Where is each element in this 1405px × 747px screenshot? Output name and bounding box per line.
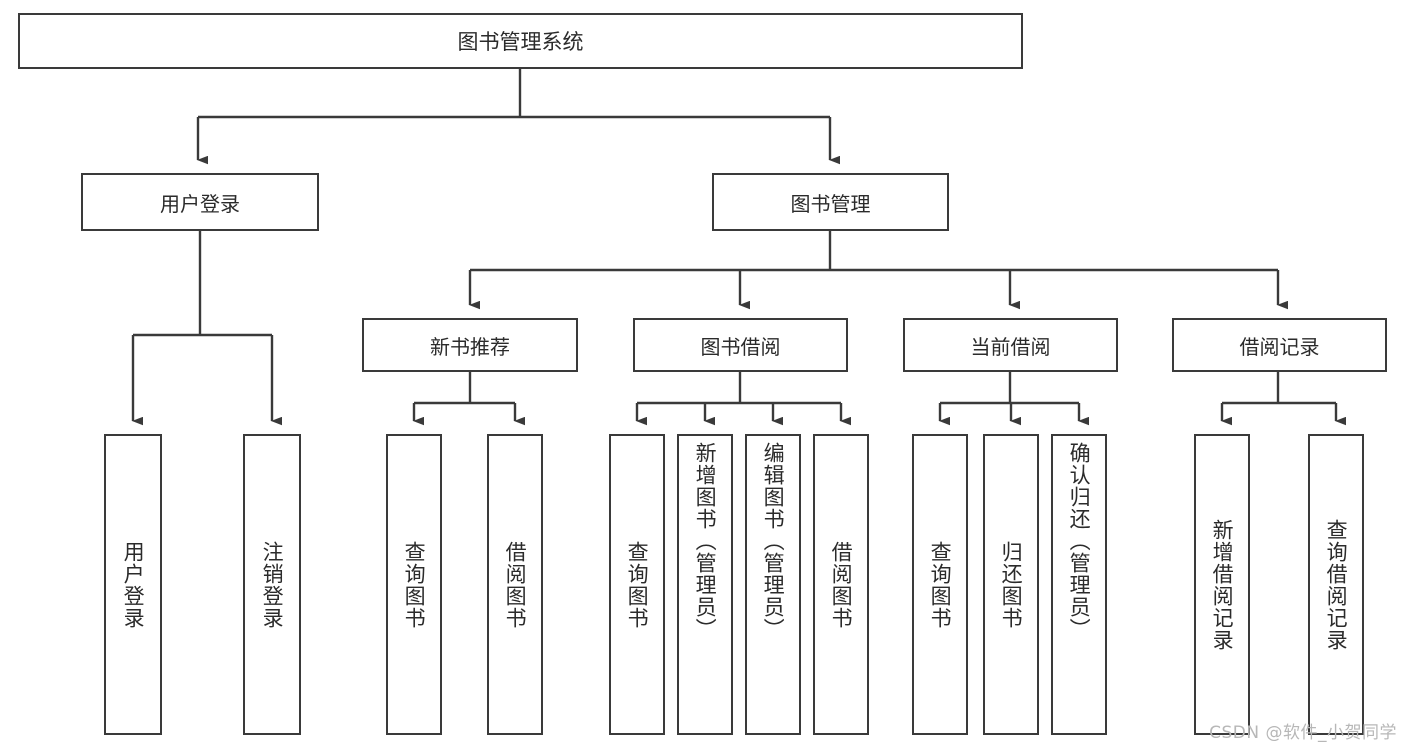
node-leaf-3[interactable]: 查询图书 [386, 434, 442, 735]
node-root-label: 图书管理系统 [457, 30, 584, 54]
node-level3-4[interactable]: 借阅记录 [1172, 318, 1387, 372]
node-leaf-label: 查询图书 [625, 540, 650, 629]
node-level3-label: 当前借阅 [970, 334, 1051, 359]
node-leaf-label: 新增图书（管理员） [693, 442, 718, 640]
watermark: CSDN @软件_小贺同学 [1209, 723, 1397, 743]
node-leaf-label: 借阅图书 [503, 540, 528, 629]
node-leaf-label: 注销登录 [260, 540, 285, 629]
node-leaf-11[interactable]: 确认归还（管理员） [1051, 434, 1107, 735]
node-leaf-label: 归还图书 [999, 540, 1024, 629]
node-level2-2[interactable]: 图书管理 [712, 173, 949, 231]
node-level3-2[interactable]: 图书借阅 [633, 318, 848, 372]
node-leaf-label: 用户登录 [121, 540, 146, 629]
node-leaf-7[interactable]: 编辑图书（管理员） [745, 434, 801, 735]
node-leaf-4[interactable]: 借阅图书 [487, 434, 543, 735]
node-leaf-label: 查询图书 [928, 540, 953, 629]
node-level3-1[interactable]: 新书推荐 [362, 318, 578, 372]
node-leaf-1[interactable]: 用户登录 [104, 434, 162, 735]
node-leaf-9[interactable]: 查询图书 [912, 434, 968, 735]
node-leaf-6[interactable]: 新增图书（管理员） [677, 434, 733, 735]
node-leaf-label: 新增借阅记录 [1210, 518, 1235, 651]
node-level3-label: 借阅记录 [1239, 334, 1320, 359]
node-leaf-2[interactable]: 注销登录 [243, 434, 301, 735]
node-leaf-label: 编辑图书（管理员） [761, 442, 786, 640]
node-level2-label: 用户登录 [160, 191, 240, 216]
node-leaf-label: 查询借阅记录 [1324, 518, 1349, 651]
node-leaf-5[interactable]: 查询图书 [609, 434, 665, 735]
node-leaf-12[interactable]: 新增借阅记录 [1194, 434, 1250, 735]
node-leaf-8[interactable]: 借阅图书 [813, 434, 869, 735]
node-level3-label: 图书借阅 [700, 334, 781, 359]
node-level3-3[interactable]: 当前借阅 [903, 318, 1118, 372]
node-leaf-label: 查询图书 [402, 540, 427, 629]
node-leaf-label: 确认归还（管理员） [1067, 442, 1092, 640]
node-leaf-10[interactable]: 归还图书 [983, 434, 1039, 735]
node-root[interactable]: 图书管理系统 [18, 13, 1023, 69]
node-level2-1[interactable]: 用户登录 [81, 173, 319, 231]
node-level3-label: 新书推荐 [430, 334, 510, 359]
node-leaf-13[interactable]: 查询借阅记录 [1308, 434, 1364, 735]
node-level2-label: 图书管理 [790, 191, 871, 216]
node-leaf-label: 借阅图书 [829, 540, 854, 629]
